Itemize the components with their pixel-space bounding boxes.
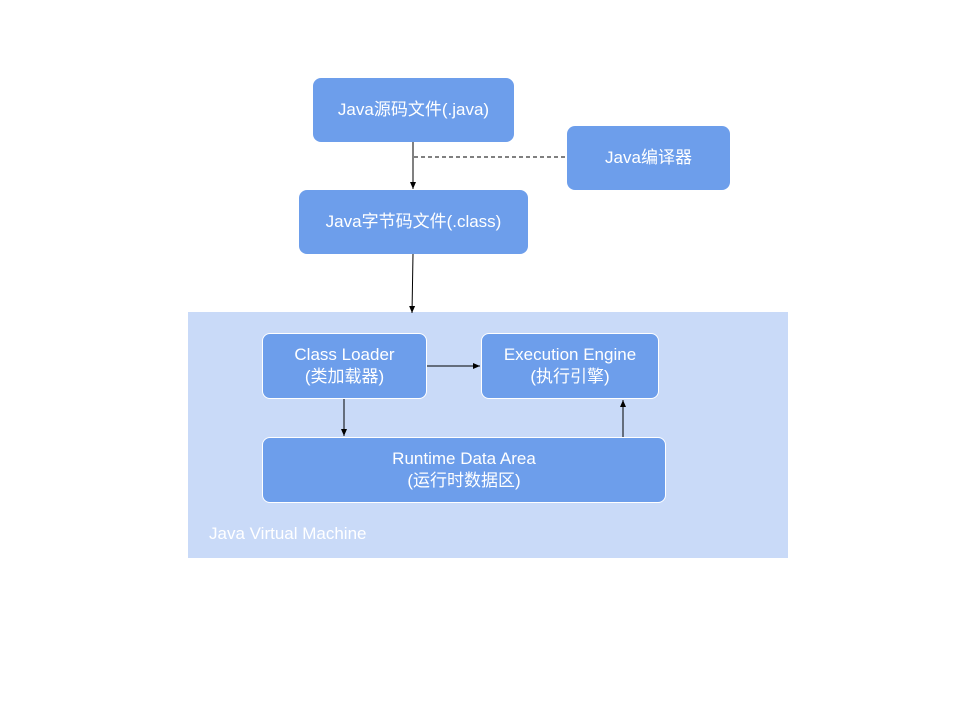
java-source-file-label: Java源码文件(.java) bbox=[337, 100, 490, 119]
execution-engine-node: Execution Engine (执行引擎) bbox=[481, 333, 659, 399]
class-loader-sublabel: (类加载器) bbox=[304, 367, 385, 386]
class-loader-label: Class Loader bbox=[294, 345, 395, 364]
java-compiler-label: Java编译器 bbox=[605, 148, 692, 167]
class-loader-node: Class Loader (类加载器) bbox=[262, 333, 427, 399]
execution-engine-sublabel: (执行引擎) bbox=[530, 367, 610, 386]
execution-engine-label: Execution Engine bbox=[503, 345, 637, 364]
java-source-file-node: Java源码文件(.java) bbox=[313, 78, 514, 142]
bytecode-to-jvm-arrow bbox=[409, 253, 416, 314]
java-compiler-node: Java编译器 bbox=[567, 126, 730, 190]
java-bytecode-file-label: Java字节码文件(.class) bbox=[325, 212, 502, 231]
runtime-data-area-sublabel: (运行时数据区) bbox=[407, 471, 521, 490]
runtime-data-area-label: Runtime Data Area bbox=[392, 449, 536, 468]
jvm-label: Java Virtual Machine bbox=[209, 524, 367, 543]
java-bytecode-file-node: Java字节码文件(.class) bbox=[299, 190, 528, 254]
runtime-data-area-node: Runtime Data Area (运行时数据区) bbox=[262, 437, 666, 503]
